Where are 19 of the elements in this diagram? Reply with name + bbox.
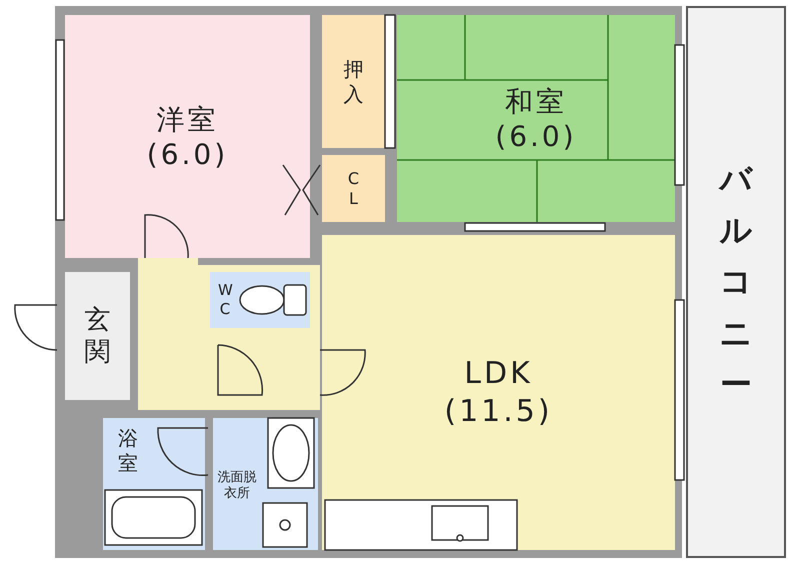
room-area bbox=[65, 15, 310, 258]
room-area bbox=[322, 235, 675, 550]
floor-area-label: (6.0) bbox=[146, 136, 228, 172]
room-name: 押入 bbox=[342, 56, 364, 106]
room-name: C L bbox=[346, 168, 360, 208]
room-name: バルコニー bbox=[718, 159, 754, 405]
room-name: 洗面脱衣所 bbox=[217, 470, 257, 502]
room-name: 洋室 bbox=[156, 102, 218, 136]
room-name: 浴室 bbox=[117, 426, 139, 476]
room-name: 玄関 bbox=[84, 304, 112, 368]
room-area bbox=[322, 155, 385, 222]
room-area bbox=[65, 272, 130, 400]
room-area bbox=[322, 15, 385, 148]
floor-area-label: (11.5) bbox=[444, 392, 553, 430]
room-name: 和室 bbox=[505, 84, 567, 118]
room-area bbox=[686, 6, 786, 558]
floor-area-label: (6.0) bbox=[495, 118, 577, 154]
room-name: W C bbox=[218, 281, 232, 319]
room-name: LDK bbox=[464, 355, 533, 392]
